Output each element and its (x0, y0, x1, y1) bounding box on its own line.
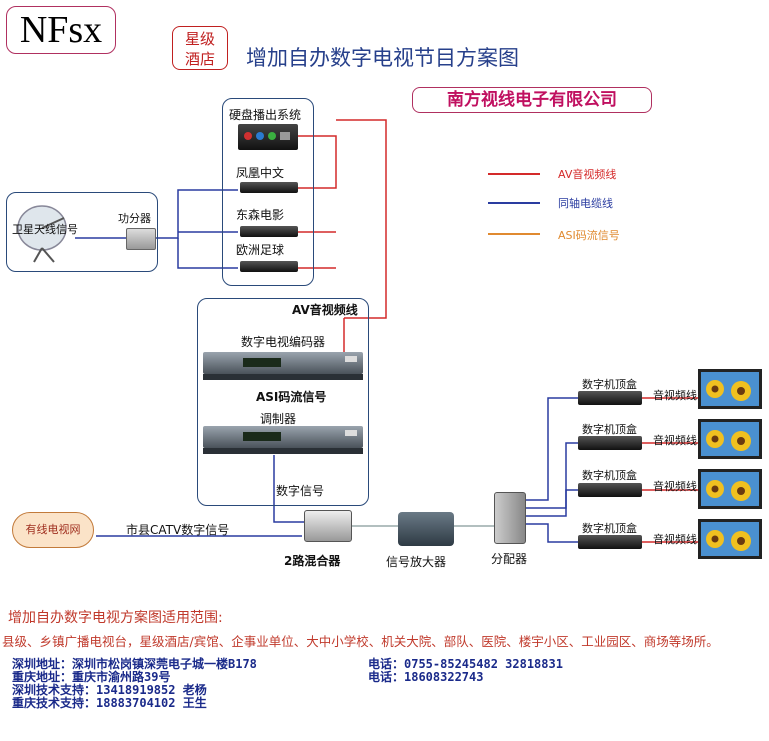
channel-label-1: 凤凰中文 (236, 166, 285, 180)
av-line-label-2: 音视频线 (653, 434, 697, 447)
amplifier-label: 信号放大器 (386, 555, 447, 569)
stb-label-4: 数字机顶盒 (582, 522, 637, 535)
stb-label-2: 数字机顶盒 (582, 423, 637, 436)
contact-left-3: 深圳技术支持：13418919852 老杨 (12, 683, 207, 697)
stb-device-3 (578, 483, 642, 497)
legend-av: AV音视频线 (558, 168, 617, 181)
scope-text: 县级、乡镇广播电视台，星级酒店/宾馆、企事业单位、大中小学校、机关大院、部队、医… (2, 634, 719, 649)
av-line-label-4: 音视频线 (653, 533, 697, 546)
tv-icon-3 (698, 469, 762, 509)
cable-network-cloud: 有线电视网 (12, 512, 94, 548)
disk-system-label: 硬盘播出系统 (229, 108, 302, 122)
channel-box-3 (240, 261, 298, 272)
distributor-device (494, 492, 526, 544)
catv-label: 市县CATV数字信号 (126, 523, 230, 537)
distributor-label: 分配器 (491, 552, 528, 566)
modulator-device (203, 426, 363, 448)
badge-line-2: 酒店 (184, 50, 215, 68)
amplifier-device (398, 512, 454, 546)
legend-coax: 同轴电缆线 (558, 197, 613, 210)
star-hotel-badge: 星级 酒店 (172, 26, 228, 70)
page-title: 增加自办数字电视节目方案图 (246, 46, 519, 70)
modulator-shadow (203, 448, 363, 454)
scope-heading: 增加自办数字电视方案图适用范围: (8, 610, 223, 626)
encoder-shadow (203, 374, 363, 380)
stb-device-1 (578, 391, 642, 405)
av-line-label-1: 音视频线 (653, 389, 697, 402)
stb-device-4 (578, 535, 642, 549)
av-line-label: AV音视频线 (292, 303, 358, 317)
disk-playout-device (238, 124, 298, 150)
badge-line-1: 星级 (184, 30, 215, 48)
channel-box-2 (240, 226, 298, 237)
encoder-label: 数字电视编码器 (241, 335, 326, 349)
contact-left-1: 深圳地址：深圳市松岗镇深莞电子城一楼B178 (12, 657, 257, 671)
stb-label-1: 数字机顶盒 (582, 378, 637, 391)
splitter-device (126, 228, 156, 250)
tv-icon-4 (698, 519, 762, 559)
channel-box-1 (240, 182, 298, 193)
tv-screens (698, 369, 762, 559)
mixer-device (304, 510, 352, 542)
legend-asi: ASI码流信号 (558, 229, 620, 242)
nfsx-logo: NFsx (6, 6, 116, 54)
satellite-group (6, 192, 158, 272)
asi-label: ASI码流信号 (256, 390, 327, 404)
stb-device-2 (578, 436, 642, 450)
tv-icon-1 (698, 369, 762, 409)
contact-right-1: 电话：0755-85245482 32818831 (368, 657, 563, 671)
modulator-label: 调制器 (260, 412, 297, 426)
tv-icon-2 (698, 419, 762, 459)
splitter-label: 功分器 (118, 212, 151, 225)
satellite-label: 卫星天线信号 (12, 223, 78, 236)
stb-label-3: 数字机顶盒 (582, 469, 637, 482)
channel-label-3: 欧洲足球 (236, 243, 285, 257)
contact-left-4: 重庆技术支持：18883704102 王生 (12, 696, 207, 710)
headend-group (197, 298, 369, 506)
satellite-dish-icon (17, 205, 67, 263)
contact-right-2: 电话：18608322743 (368, 670, 484, 684)
source-group (222, 98, 314, 286)
digital-signal-label: 数字信号 (276, 484, 325, 498)
av-line-label-3: 音视频线 (653, 480, 697, 493)
encoder-device (203, 352, 363, 374)
contact-left-2: 重庆地址：重庆市渝州路39号 (12, 670, 171, 684)
company-name: 南方视线电子有限公司 (412, 87, 652, 113)
channel-label-2: 东森电影 (236, 208, 285, 222)
mixer-label: 2路混合器 (284, 554, 341, 568)
